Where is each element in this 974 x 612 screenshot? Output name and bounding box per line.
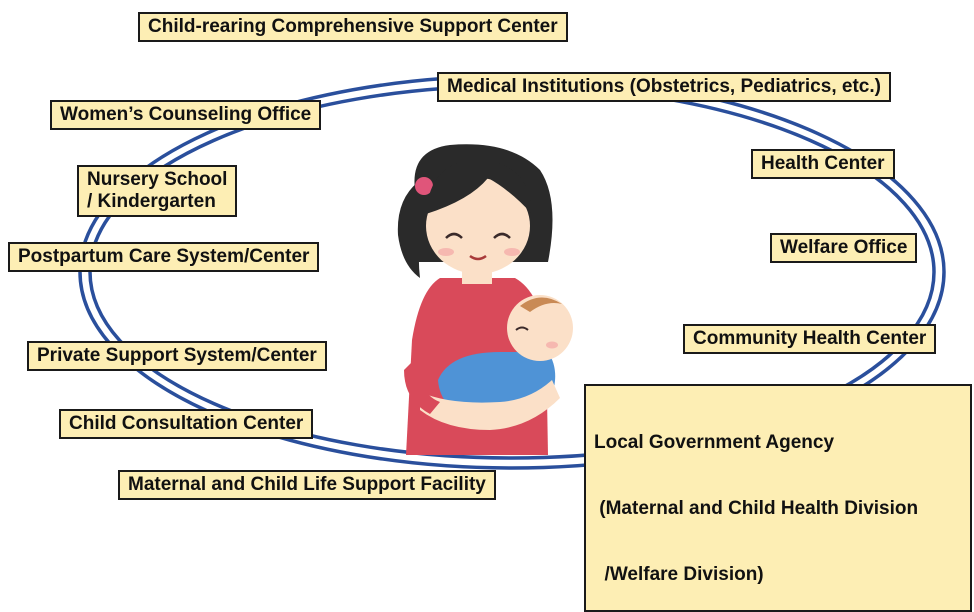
support-network-diagram (78, 74, 946, 470)
label-health-center: Health Center (751, 149, 895, 179)
label-welfare-office: Welfare Office (770, 233, 918, 263)
label-child-rearing-support-center: Child-rearing Comprehensive Support Cent… (138, 12, 568, 42)
label-nursery-school-kindergarten: Nursery School / Kindergarten (77, 165, 238, 217)
label-private-support: Private Support System/Center (27, 341, 327, 371)
label-child-consultation-center: Child Consultation Center (59, 409, 314, 439)
label-medical-institutions: Medical Institutions (Obstetrics, Pediat… (437, 72, 891, 102)
mother-holding-baby-illustration (397, 144, 573, 455)
label-local-government-agency: Local Government Agency (Maternal and Ch… (584, 384, 972, 612)
label-womens-counseling-office: Women’s Counseling Office (50, 100, 322, 130)
label-postpartum-care: Postpartum Care System/Center (8, 242, 320, 272)
label-community-health-center: Community Health Center (683, 324, 937, 354)
label-maternal-child-life-support: Maternal and Child Life Support Facility (118, 470, 496, 500)
